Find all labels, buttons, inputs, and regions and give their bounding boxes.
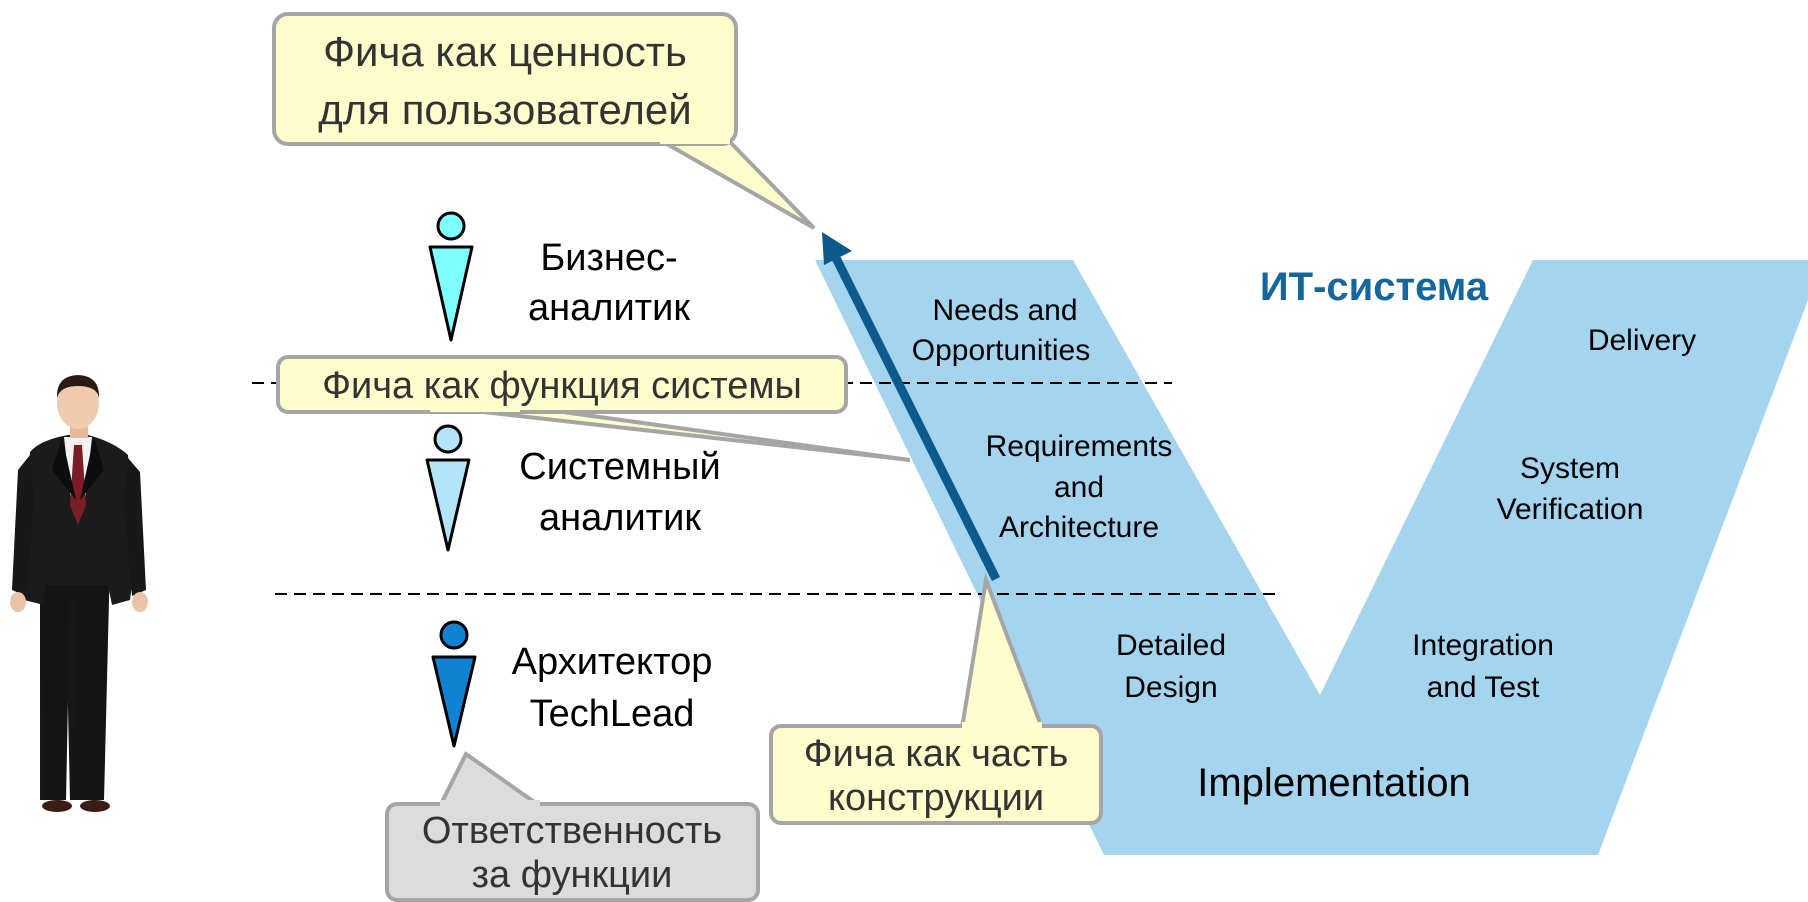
v-model — [815, 260, 1808, 855]
stage-detailed-design: Detailed Design — [1116, 629, 1226, 704]
stage-system-verification-line2: Verification — [1497, 493, 1644, 526]
callout-user-value-box — [272, 12, 738, 146]
businessman-illustration — [10, 375, 148, 812]
callout-user-value-tail — [652, 138, 816, 230]
callout-user-value-line2: для пользователей — [318, 86, 691, 133]
stage-needs: Needs and Opportunities — [912, 294, 1090, 367]
stage-system-verification-line1: System — [1520, 452, 1620, 485]
callout-responsibility-line2: за функции — [472, 854, 673, 896]
role-business-analyst-line1: Бизнес- — [540, 237, 677, 279]
callout-system-function: Фича как функция системы — [276, 355, 911, 462]
feature-arrow-shaft — [831, 255, 1001, 582]
person-icon-architect — [431, 620, 477, 748]
stage-needs-line2: Opportunities — [912, 334, 1090, 367]
v-model-title: ИТ-система — [1260, 265, 1489, 309]
callout-system-function-text: Фича как функция системы — [322, 365, 802, 407]
callout-user-value: Фича как ценность для пользователей — [272, 12, 816, 230]
callout-construction-part-line1: Фича как часть — [804, 733, 1069, 775]
feature-arrow — [822, 232, 1001, 582]
stage-requirements-line3: Architecture — [999, 511, 1159, 544]
callout-construction-part-line2: конструкции — [828, 777, 1044, 819]
role-system-analyst: Системный аналитик — [425, 424, 721, 552]
role-system-analyst-line2: аналитик — [539, 497, 701, 539]
stage-integration-line2: and Test — [1427, 671, 1541, 704]
stage-integration: Integration and Test — [1412, 629, 1554, 704]
stage-delivery: Delivery — [1588, 324, 1696, 357]
callout-responsibility-tail — [436, 751, 547, 808]
callout-responsibility-line1: Ответственность — [422, 810, 722, 852]
role-architect: Архитектор TechLead — [431, 620, 713, 748]
v-left-arm — [815, 260, 1808, 855]
feature-arrow-head — [822, 232, 852, 265]
stage-implementation: Implementation — [1197, 761, 1470, 805]
stage-requirements-line1: Requirements — [986, 430, 1173, 463]
stage-requirements-line2: and — [1054, 471, 1104, 504]
stage-needs-line1: Needs and — [932, 294, 1077, 327]
role-business-analyst: Бизнес- аналитик — [428, 211, 690, 342]
role-system-analyst-line1: Системный — [519, 446, 720, 488]
role-business-analyst-line2: аналитик — [528, 287, 690, 329]
stage-requirements: Requirements and Architecture — [986, 430, 1173, 544]
stage-system-verification: System Verification — [1497, 452, 1644, 526]
callout-user-value-line1: Фича как ценность — [323, 28, 687, 75]
callout-responsibility: Ответственность за функции — [385, 751, 760, 902]
callout-system-function-box — [276, 355, 848, 414]
callout-responsibility-box — [385, 802, 760, 902]
person-icon-business-analyst — [428, 211, 474, 342]
role-architect-line2: TechLead — [530, 693, 695, 735]
callout-construction-part: Фича как часть конструкции — [769, 572, 1103, 825]
role-architect-line1: Архитектор — [512, 641, 713, 683]
callout-construction-part-box — [769, 724, 1103, 825]
stage-detailed-design-line1: Detailed — [1116, 629, 1226, 662]
person-icon-system-analyst — [425, 424, 471, 552]
stage-detailed-design-line2: Design — [1124, 671, 1217, 704]
stage-integration-line1: Integration — [1412, 629, 1554, 662]
